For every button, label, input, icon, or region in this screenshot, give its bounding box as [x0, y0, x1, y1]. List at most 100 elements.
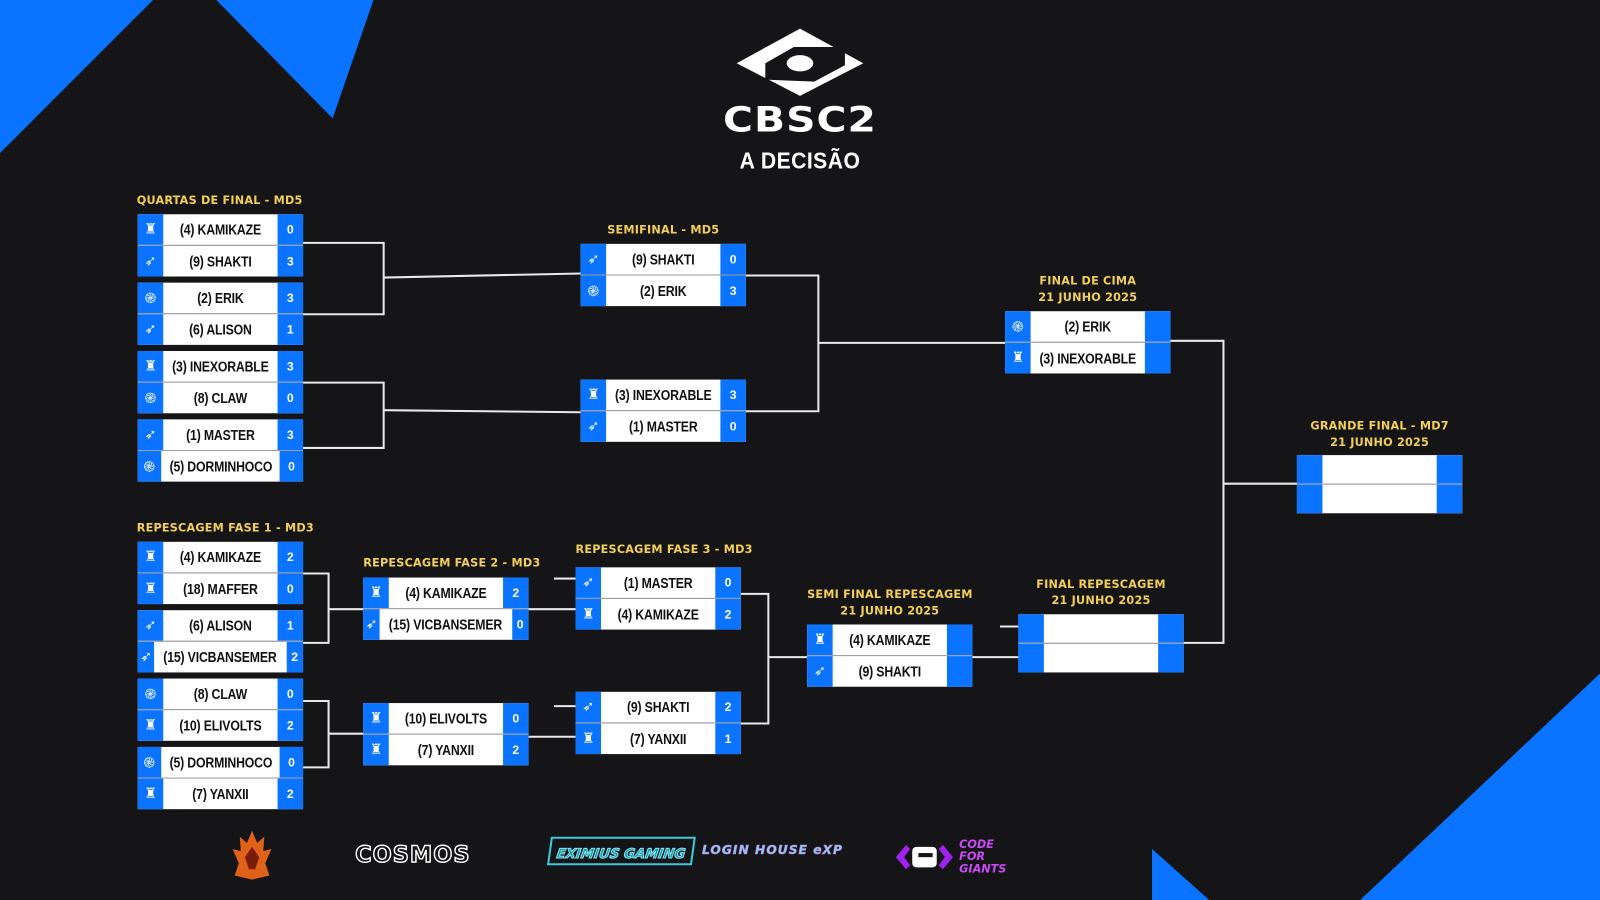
player-row[interactable] [1018, 642, 1184, 673]
player-row[interactable]: ♜(3) INEXORABLE [1005, 341, 1171, 374]
match-card-grand-final[interactable] [1296, 455, 1463, 514]
connector-lr1-1 [303, 572, 330, 644]
player-name: (4) KAMIKAZE [617, 606, 699, 623]
event-subtitle: A DECISÃO [739, 146, 861, 174]
terran-icon: ♜ [580, 379, 607, 411]
player-row[interactable]: ➶(9) SHAKTI [807, 655, 973, 687]
deco-triangle-top [216, 0, 374, 119]
player-score: 1 [277, 314, 304, 345]
player-score [1144, 311, 1171, 342]
player-name: (4) KAMIKAZE [849, 631, 931, 648]
protoss-icon: ➶ [580, 243, 607, 275]
match-card-lower-final[interactable] [1018, 614, 1184, 673]
player-name: (18) MAFFER [183, 580, 258, 597]
zerg-icon: ֎ [137, 382, 164, 414]
player-score: 2 [277, 541, 304, 573]
terran-icon: ♜ [575, 598, 602, 630]
match-card-lower-semifinal[interactable]: ♜(4) KAMIKAZE➶(9) SHAKTI [807, 624, 973, 687]
lower-final-title: FINAL REPESCAGEM [1036, 577, 1166, 591]
grand-final-label: GRANDE FINAL - MD7 21 JUNHO 2025 [1297, 418, 1462, 451]
match-card-upper-final[interactable]: ֎(2) ERIK♜(3) INEXORABLE [1005, 311, 1171, 374]
zerg-icon: ֎ [137, 451, 161, 482]
protoss-icon: ➶ [137, 419, 164, 450]
player-score: 0 [720, 243, 746, 275]
player-row[interactable]: ֎(2) ERIK [1005, 311, 1171, 342]
brand-title: CBSC2 [723, 100, 877, 141]
lower-semifinal-label: SEMI FINAL REPESCAGEM 21 JUNHO 2025 [807, 587, 972, 620]
player-score: 0 [280, 746, 304, 778]
player-name: (8) CLAW [193, 389, 248, 407]
player-row[interactable] [1296, 455, 1463, 484]
terran-icon: ♜ [137, 541, 164, 573]
terran-icon: ♜ [363, 703, 389, 734]
protoss-icon: ➶ [137, 641, 155, 673]
player-score: 3 [277, 245, 304, 277]
player-row[interactable] [1018, 614, 1184, 643]
zerg-icon: ֎ [137, 678, 164, 710]
player-score: 3 [720, 379, 746, 411]
zerg-icon: ֎ [580, 275, 607, 307]
connector-lr1-2 [303, 699, 330, 769]
player-name: (15) VICBANSEMER [389, 616, 503, 633]
player-row[interactable]: ♜(4) KAMIKAZE [807, 624, 973, 656]
player-score: 2 [715, 691, 741, 723]
player-name: (10) ELIVOLTS [179, 717, 262, 734]
player-score [946, 624, 973, 656]
cbsc2-logo-icon [736, 28, 864, 96]
terran-icon: ♜ [363, 577, 389, 609]
player-name: (7) YANXII [192, 785, 249, 803]
player-score: 0 [277, 214, 304, 245]
player-score [1158, 643, 1184, 673]
race-slot [1018, 614, 1044, 643]
protoss-icon: ➶ [137, 610, 164, 641]
player-score [1436, 455, 1463, 484]
race-slot [1296, 455, 1323, 484]
code-for-giants-text: CODE FOR GIANTS [959, 837, 1007, 876]
player-score: 0 [280, 451, 304, 482]
player-row[interactable] [1296, 483, 1463, 514]
